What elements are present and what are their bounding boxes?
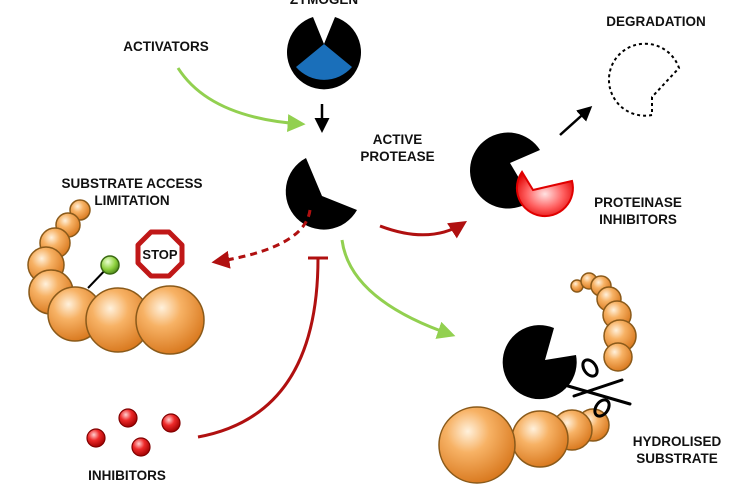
hydrolised-substrate-label: HYDROLISED SUBSTRATE [622, 433, 732, 467]
degraded-protease-icon [607, 42, 681, 117]
cleaving-protease-icon [502, 325, 577, 400]
proteinase-inhibitors-label-line2: INHIBITORS [599, 212, 677, 227]
zymogen-label: ZYMOGEN [284, 0, 364, 8]
protease-inhibitor-complex-icon [470, 132, 574, 218]
degradation-label: DEGRADATION [606, 14, 706, 29]
tag-bead-icon [100, 255, 120, 275]
degradation-arrow [559, 105, 593, 136]
inhibitors-block-line [197, 257, 320, 439]
proteinase-inhibitors-label-line1: PROTEINASE [594, 195, 682, 210]
inhibitors-label: INHIBITORS [88, 468, 166, 483]
hydrolised-substrate-label-line2: SUBSTRATE [636, 451, 718, 466]
substrate-access-label-line1: SUBSTRATE ACCESS [61, 176, 203, 191]
zymogen-icon [287, 17, 362, 90]
substrate-fragment-lower-icon [438, 406, 610, 484]
hydrolysis-arrow [340, 239, 456, 339]
activators-label: ACTIVATORS [123, 39, 209, 54]
active-protease-label-line2: PROTEASE [360, 149, 435, 164]
active-protease-label-line1: ACTIVE [372, 132, 423, 147]
proteinase-inhibitors-label: PROTEINASE INHIBITORS [578, 194, 698, 228]
blocked-substrate-icon [27, 199, 205, 355]
substrate-access-label-line2: LIMITATION [94, 193, 170, 208]
substrate-fragment-upper-icon [570, 272, 637, 372]
hydrolised-substrate-label-line1: HYDROLISED [632, 434, 722, 449]
inhibitor-spheres-icon [86, 408, 181, 457]
inhibitor-binding-arrow [379, 221, 468, 239]
stop-sign-text: STOP [142, 247, 177, 262]
substrate-access-label: SUBSTRATE ACCESS LIMITATION [48, 175, 216, 209]
activators-arrow [176, 67, 306, 133]
active-protease-label: ACTIVE PROTEASE [350, 131, 445, 165]
active-protease-icon [285, 158, 357, 230]
scissors-icon [566, 358, 632, 418]
stop-sign-icon: STOP [135, 229, 185, 279]
access-limitation-arrow [211, 209, 312, 269]
